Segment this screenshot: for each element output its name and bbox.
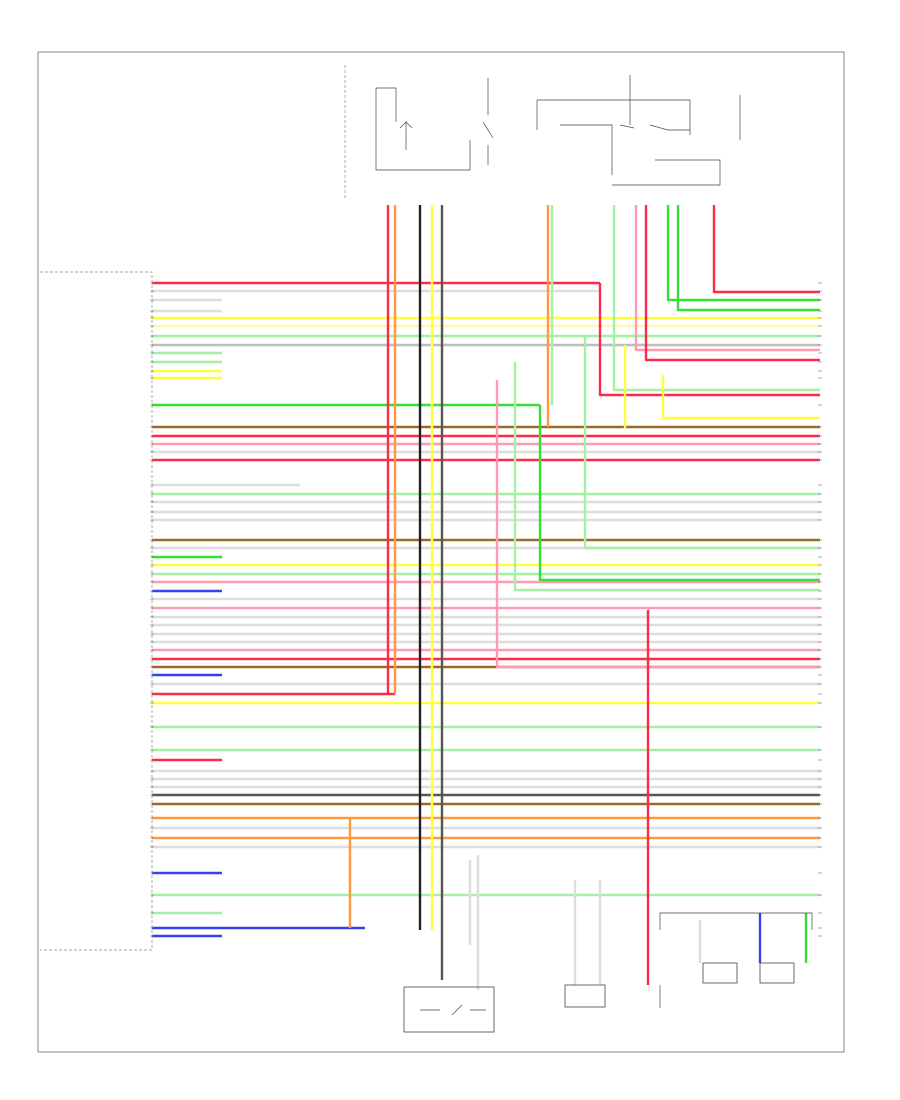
bottom-components <box>403 912 813 1033</box>
relay-coil-right <box>612 95 741 186</box>
fuel-pump-module <box>403 986 495 1033</box>
relay-contact-left <box>482 121 494 139</box>
wire-route-13 <box>712 205 820 294</box>
wire-route-11 <box>666 205 820 302</box>
wire-route-8 <box>612 205 820 392</box>
wire-route-19 <box>513 362 820 592</box>
wire-route-16 <box>583 336 820 550</box>
wire-route-10 <box>644 205 820 362</box>
fuse-symbol-left <box>399 121 413 150</box>
relay-wiring-left <box>375 87 471 171</box>
wire-route-20 <box>495 380 820 669</box>
fuse-block-top-left <box>344 65 494 200</box>
fuel-sender-unit <box>564 984 606 1008</box>
fuel-vent-solenoid <box>759 962 795 984</box>
ecm-module-outline <box>40 271 153 951</box>
wire-route-18 <box>661 375 820 420</box>
fuel-tank-pressure-sensor <box>702 962 738 984</box>
fuel-pump-switch <box>420 1004 486 1016</box>
relay-wiring-right <box>536 75 691 175</box>
wire-route-15 <box>538 405 820 582</box>
wire-layer <box>152 205 820 990</box>
evap-connector-frame <box>659 912 813 930</box>
fuse-block-top-right <box>536 75 741 186</box>
wire-route-9 <box>634 205 820 352</box>
wire-route-14 <box>598 283 820 397</box>
relay-contacts-right <box>619 124 690 131</box>
wire-route-12 <box>676 205 820 312</box>
diagram-frame <box>37 51 845 1053</box>
